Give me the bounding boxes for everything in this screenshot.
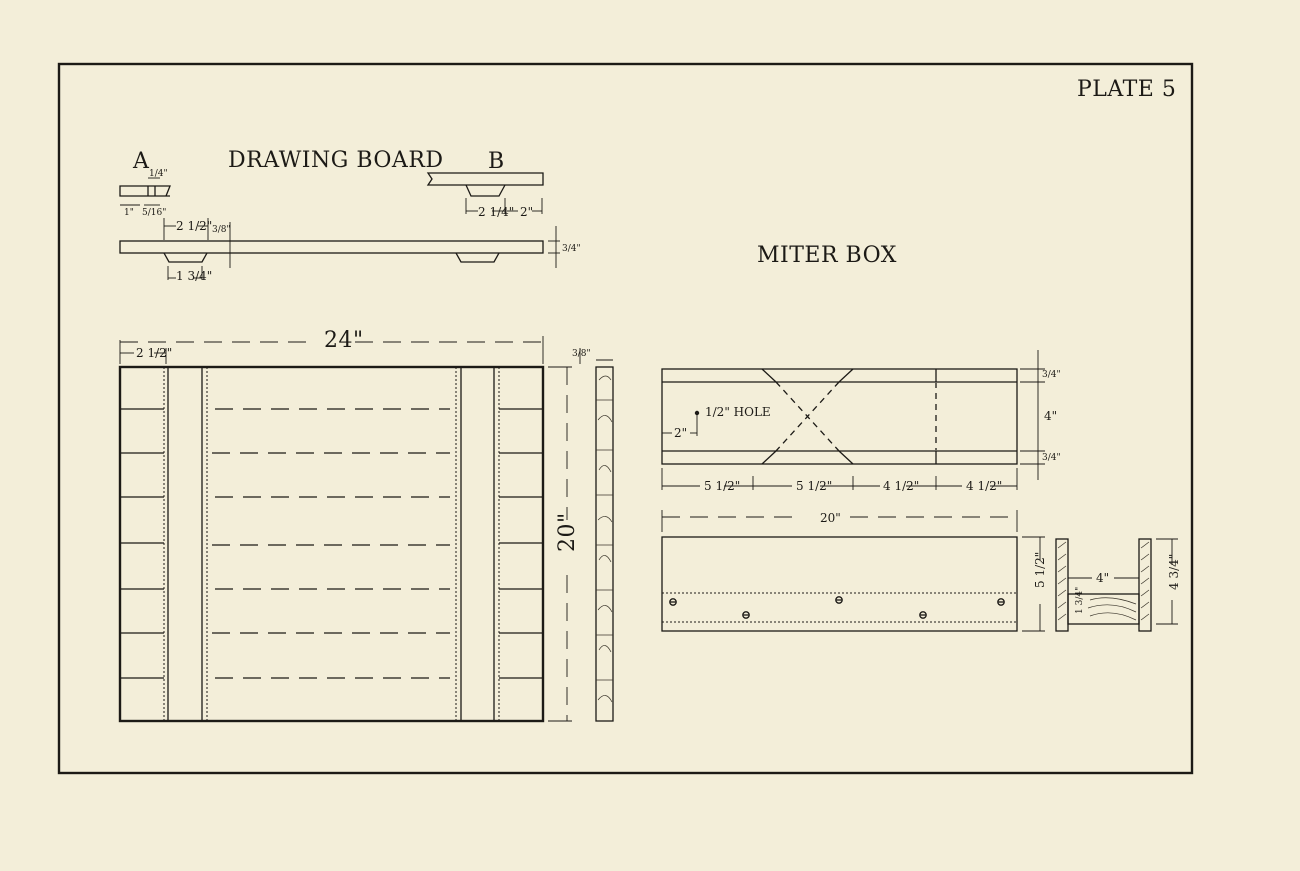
- plan-dim-height: 20": [555, 512, 580, 552]
- miter-end-view: [1055, 538, 1178, 632]
- miter-side-length: 20": [820, 511, 841, 525]
- drawing-board-title: DRAWING BOARD: [228, 148, 444, 173]
- miter-side-dim-1: 3/4": [1042, 370, 1061, 380]
- miter-side-dim-2: 4": [1044, 409, 1057, 423]
- board-edge-view: [119, 218, 560, 280]
- drawing-board-group: DRAWING BOARD A 1/4" 1" 5/16" B 2 1/4": [118, 148, 614, 723]
- plate-border: [57, 62, 1194, 775]
- miter-end-height: 4 3/4": [1167, 554, 1181, 590]
- miter-end-base: 1 3/4": [1075, 587, 1085, 614]
- miter-side-dim-3: 3/4": [1042, 453, 1061, 463]
- miter-side-height: 5 1/2": [1033, 552, 1047, 588]
- board-plan-view: [118, 336, 614, 723]
- detail-b-drawing: [426, 172, 544, 214]
- miter-hole-offset: 2": [674, 426, 687, 440]
- detail-a-dim-right: 5/16": [142, 208, 166, 218]
- miter-seg-2: 5 1/2": [796, 479, 832, 493]
- edge-dim-inset: 2 1/2": [176, 219, 212, 233]
- miter-side-view: [661, 510, 1045, 632]
- miter-seg-4: 4 1/2": [966, 479, 1002, 493]
- miter-seg-3: 4 1/2": [883, 479, 919, 493]
- edge-dim-thickness: 3/4": [562, 244, 581, 254]
- plate-label: PLATE 5: [1077, 77, 1176, 102]
- detail-b-dim-2: 2": [520, 205, 533, 219]
- miter-seg-1: 5 1/2": [704, 479, 740, 493]
- detail-a-dim-left: 1": [124, 208, 134, 218]
- miter-top-view: [661, 350, 1045, 490]
- miter-hole-label: 1/2" HOLE: [705, 405, 771, 419]
- plan-dim-width: 24": [324, 328, 364, 353]
- miter-box-group: MITER BOX: [661, 243, 1181, 632]
- edge-dim-groove: 3/8": [212, 225, 231, 235]
- miter-box-title: MITER BOX: [757, 243, 897, 268]
- detail-b-dim-1: 2 1/4": [478, 205, 514, 219]
- plan-dim-inset: 2 1/2": [136, 346, 172, 360]
- detail-b-label: B: [488, 149, 505, 174]
- detail-a-dim-top: 1/4": [149, 169, 168, 179]
- detail-a-drawing: [119, 177, 171, 206]
- edge-dim-batten: 1 3/4": [176, 269, 212, 283]
- detail-a-label: A: [132, 149, 150, 174]
- plan-dim-thickness: 3/8": [572, 349, 591, 359]
- miter-end-width: 4": [1096, 571, 1109, 585]
